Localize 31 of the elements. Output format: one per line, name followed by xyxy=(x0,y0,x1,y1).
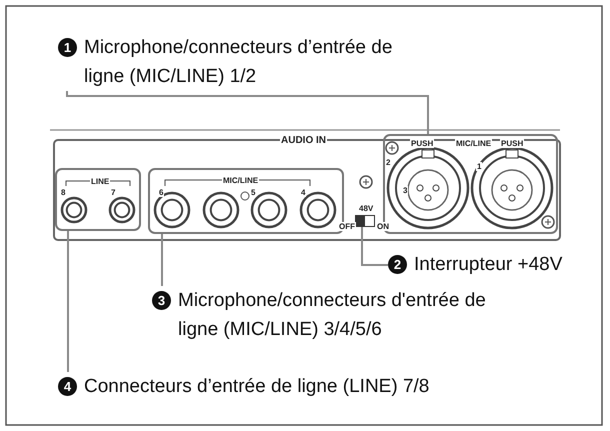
connector-marking: ON xyxy=(376,222,390,231)
connector-marking: 8 xyxy=(60,188,66,197)
connector-marking: 3 xyxy=(402,186,408,195)
leader-line xyxy=(67,231,69,372)
slide-switch xyxy=(355,215,375,227)
panel-label: MIC/LINE xyxy=(455,139,492,148)
connector-marking: 1 xyxy=(476,162,482,171)
connector-marking: 5 xyxy=(250,188,256,197)
callout-text: Connecteurs d’entrée de ligne (LINE) 7/8 xyxy=(84,375,430,399)
connector-marking: PUSH xyxy=(410,139,434,148)
callout-number: 3 xyxy=(152,291,171,310)
callout-number: 4 xyxy=(58,377,77,396)
connector-marking: OFF xyxy=(338,222,356,231)
connector-marking: 7 xyxy=(110,188,116,197)
panel-label: LINE xyxy=(90,177,110,186)
panel-label: AUDIO IN xyxy=(280,136,327,145)
connector-marking: 2 xyxy=(385,158,392,167)
callout-text: Microphone/connecteurs d’entrée de ligne (MIC/LINE) 1/2 xyxy=(84,36,394,89)
callout-number: 1 xyxy=(58,38,77,57)
connector-marking: 48V xyxy=(358,204,374,213)
callout-text: Microphone/connecteurs d'entrée de ligne (MIC/LINE) 3/4/5/6 xyxy=(178,289,487,342)
connector-group-outline xyxy=(55,168,141,231)
callout-number: 2 xyxy=(388,255,407,274)
leader-line xyxy=(161,234,163,286)
connector-marking: PUSH xyxy=(500,139,524,148)
panel-label: MIC/LINE xyxy=(222,176,260,185)
callout-text: Interrupteur +48V xyxy=(414,253,564,277)
connector-marking: 6 xyxy=(158,188,164,197)
leader-line xyxy=(66,91,429,134)
leader-line xyxy=(361,227,388,266)
connector-marking: 4 xyxy=(300,188,306,197)
